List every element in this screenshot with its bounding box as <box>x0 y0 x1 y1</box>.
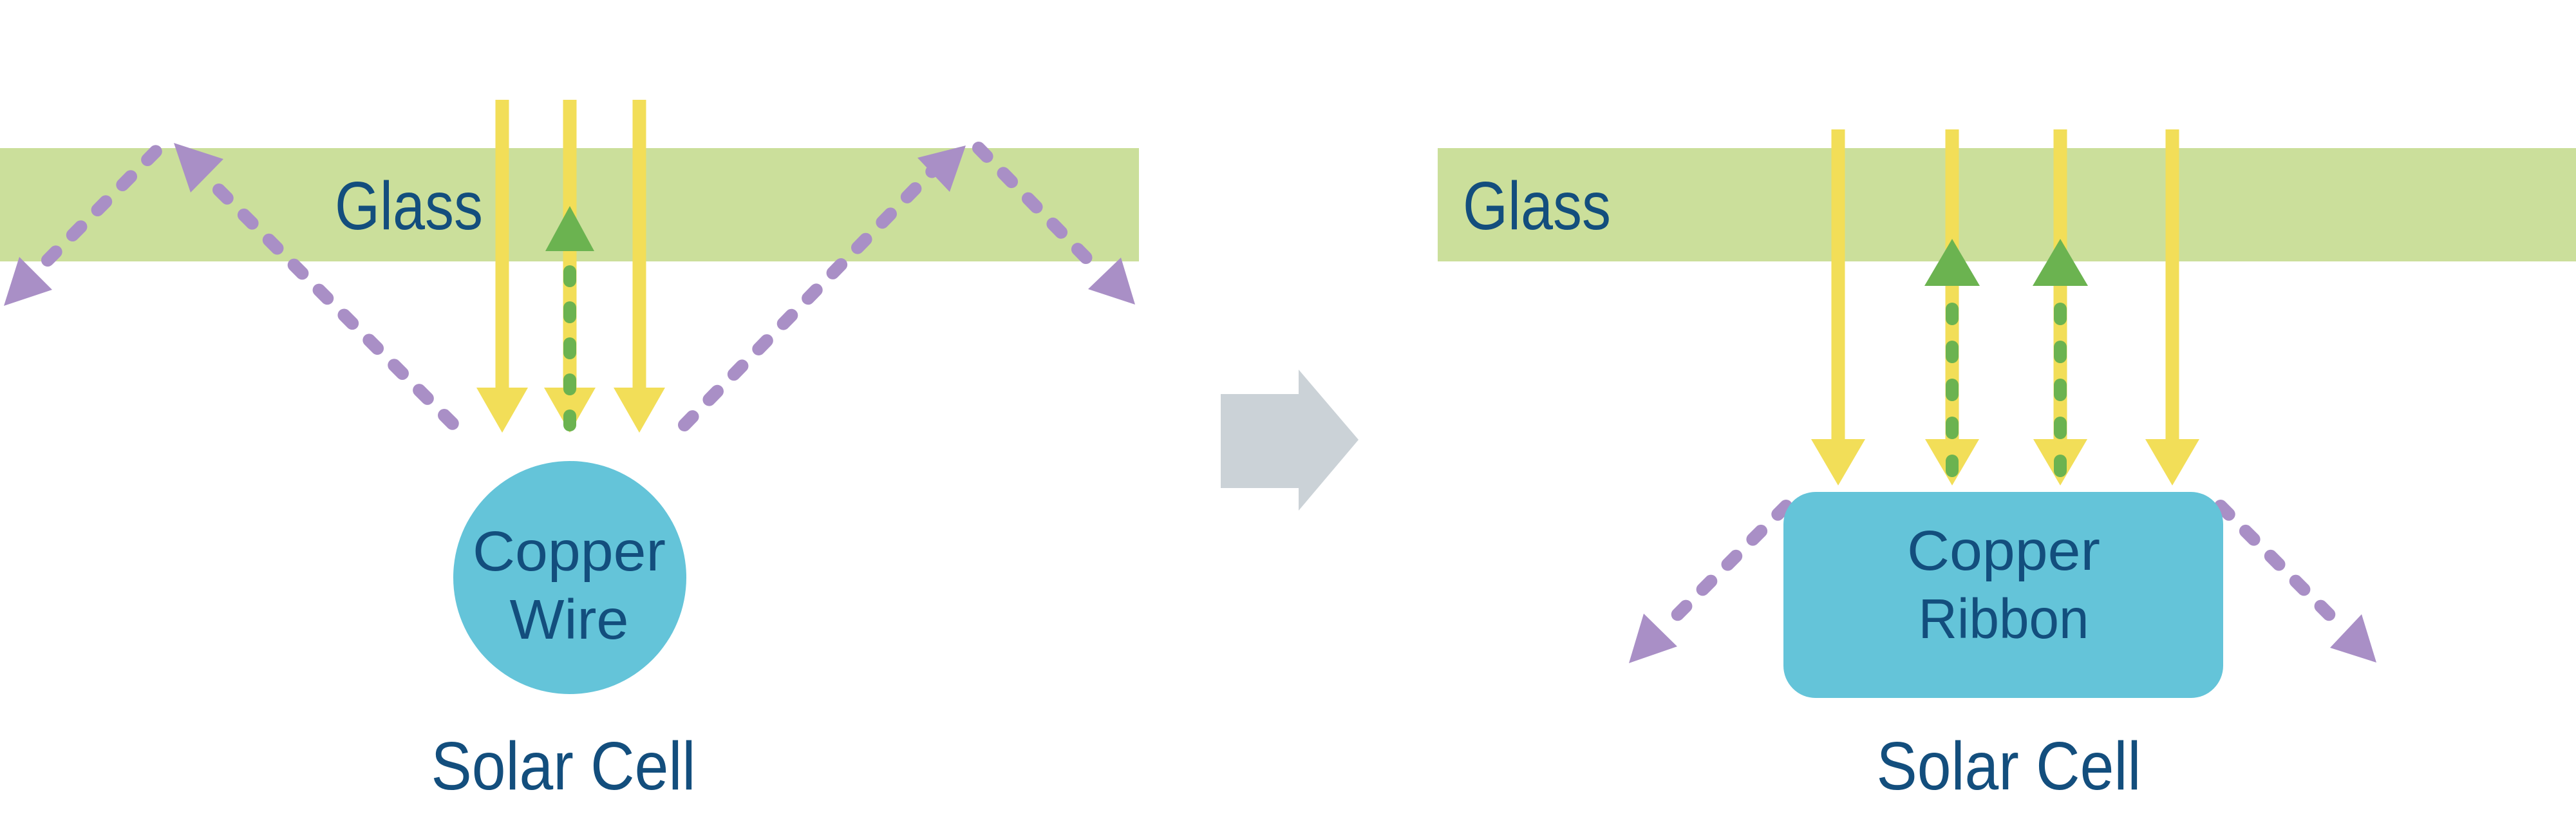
right-solar-cell-label: Solar Cell <box>1877 728 2141 804</box>
right-escaping-light <box>1629 500 2376 663</box>
left-glass-label: Glass <box>335 168 483 244</box>
copper-ribbon-shape <box>1783 492 2223 698</box>
escaping-ray-arrowhead <box>2330 614 2376 663</box>
escaping-ray-segment <box>2214 500 2339 625</box>
escaping-ray-arrowhead <box>1088 258 1135 305</box>
reflected-ray-arrowhead <box>2033 239 2088 286</box>
left-diagram: Copper Wire Glass Solar Cell <box>0 100 1139 804</box>
right-glass-label: Glass <box>1463 168 1611 244</box>
escaping-ray-arrowhead <box>1629 614 1677 663</box>
transition-arrow-icon <box>1221 370 1359 511</box>
escaping-ray-segment <box>972 142 1107 279</box>
left-reflected-ray <box>545 206 594 432</box>
reflected-ray-arrowhead <box>545 206 594 251</box>
right-reflected-rays <box>1924 239 2088 478</box>
sunlight-ray-arrowhead <box>614 388 665 433</box>
escaping-ray-arrowhead <box>4 257 52 306</box>
reflected-ray-arrowhead <box>1924 239 1980 286</box>
escaping-ray-segment <box>678 143 960 431</box>
escaping-ray-segment <box>1668 500 1792 625</box>
right-diagram: Copper Ribbon Glass Solar Cell <box>1438 129 2576 804</box>
escaping-ray-segment <box>41 140 167 267</box>
escaping-ray-arrowhead <box>917 146 966 192</box>
copper-ribbon-label-line1: Copper <box>1907 520 2100 582</box>
copper-wire-label-line2: Wire <box>510 588 629 651</box>
copper-wire-shape <box>453 461 686 694</box>
copper-wire-label-line1: Copper <box>473 520 666 583</box>
sunlight-ray-arrowhead <box>476 388 528 433</box>
copper-ribbon-label-line2: Ribbon <box>1919 588 2089 650</box>
left-escaping-light <box>4 140 1135 435</box>
left-solar-cell-label: Solar Cell <box>431 728 696 804</box>
sunlight-ray-arrowhead <box>2145 439 2199 485</box>
right-glass-band <box>1438 148 2576 261</box>
sunlight-ray-arrowhead <box>1811 439 1865 485</box>
escaping-ray-segment <box>212 184 464 435</box>
escaping-ray-arrowhead <box>174 143 223 193</box>
